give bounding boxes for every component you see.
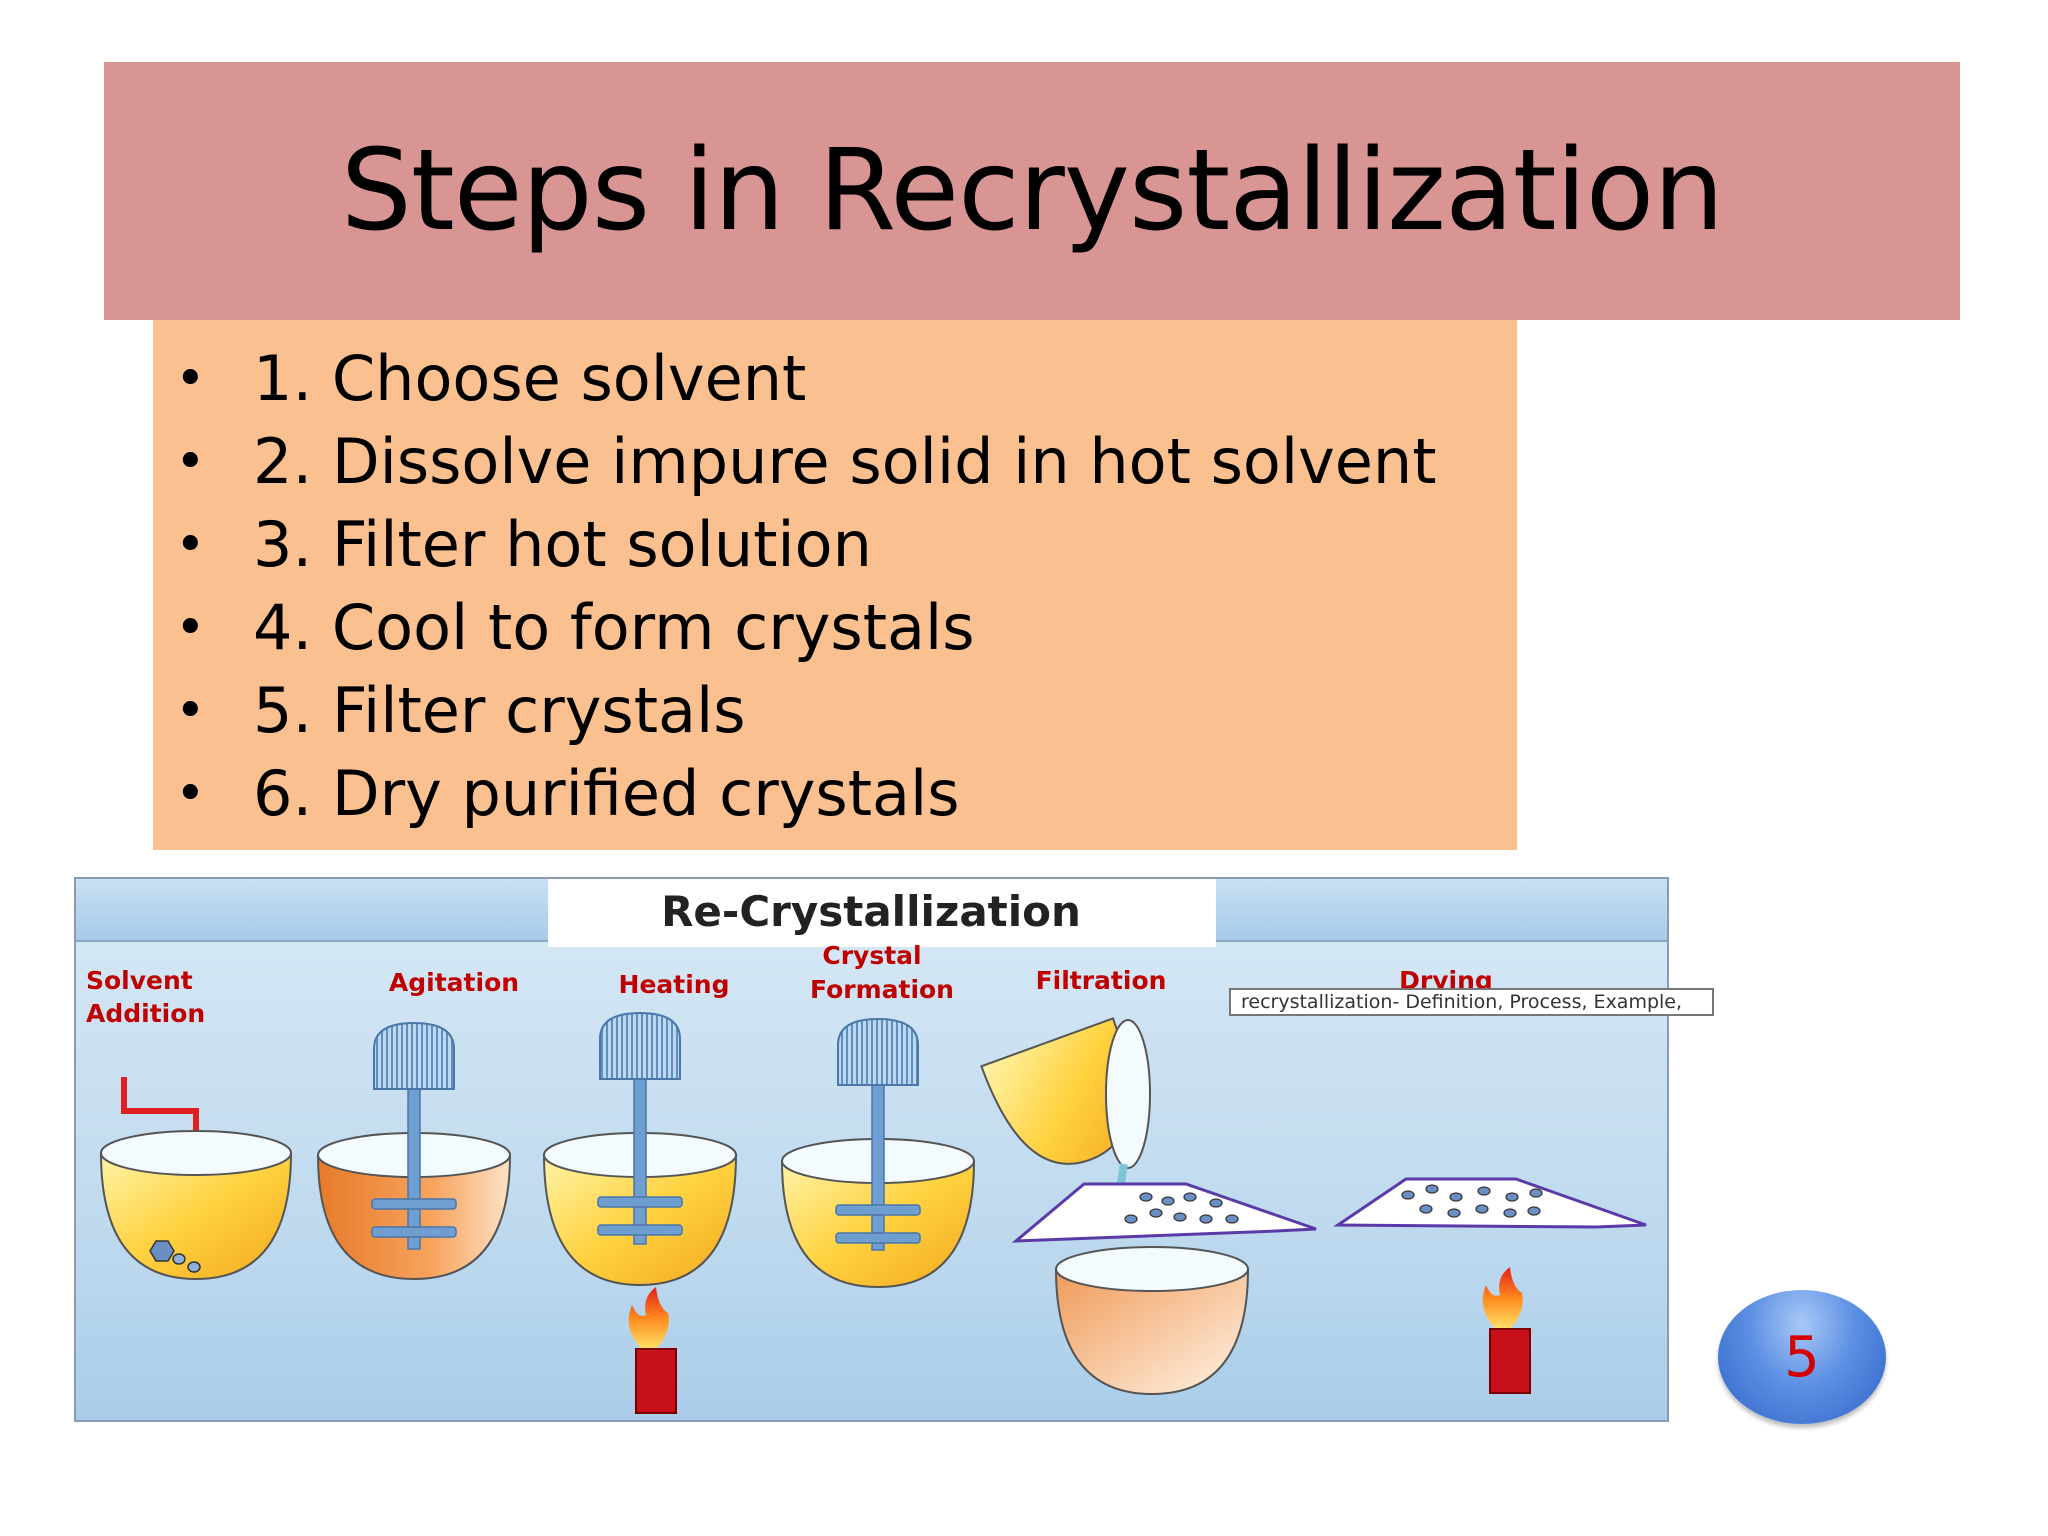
- label-crystal-2: Formation: [810, 975, 954, 1004]
- bullet-icon: •: [175, 349, 206, 409]
- stage-agitation: [316, 1021, 512, 1281]
- collection-beaker-icon: [1054, 1268, 1250, 1396]
- step-item: • 1. Choose solvent: [153, 342, 1517, 425]
- label-heating: Heating: [619, 970, 730, 999]
- bullet-icon: •: [175, 598, 206, 658]
- bullet-icon: •: [175, 681, 206, 741]
- step-text: 4. Cool to form crystals: [253, 591, 975, 664]
- label-solvent-2: Addition: [86, 999, 205, 1028]
- stirrer-motor-icon: [837, 1017, 919, 1086]
- bullet-icon: •: [175, 764, 206, 824]
- filter-paper-icon: [1011, 1182, 1317, 1243]
- slide-title: Steps in Recrystallization: [340, 126, 1724, 256]
- beaker-icon: [99, 1152, 293, 1281]
- step-item: • 4. Cool to form crystals: [153, 591, 1517, 674]
- flame-icon: [628, 1287, 669, 1349]
- step-item: • 3. Filter hot solution: [153, 508, 1517, 591]
- label-solvent-1: Solvent: [86, 966, 193, 995]
- step-text: 2. Dissolve impure solid in hot solvent: [253, 425, 1437, 498]
- step-text: 1. Choose solvent: [253, 342, 807, 415]
- title-banner: Steps in Recrystallization: [104, 62, 1960, 320]
- burner-icon: [1489, 1328, 1531, 1394]
- stage-crystal-formation: [780, 1017, 976, 1289]
- steps-box: • 1. Choose solvent • 2. Dissolve impure s…: [153, 320, 1517, 850]
- step-item: • 2. Dissolve impure solid in hot solvent: [153, 425, 1517, 508]
- filter-paper-icon: [1333, 1177, 1647, 1229]
- stirrer-motor-icon: [599, 1011, 681, 1080]
- label-agitation: Agitation: [389, 968, 519, 997]
- stage-heating: [542, 1011, 738, 1414]
- bullet-icon: •: [175, 432, 206, 492]
- stage-solvent-addition: [99, 1077, 293, 1281]
- page-number-badge: 5: [1718, 1290, 1886, 1424]
- stage-drying: [1333, 1177, 1647, 1394]
- heading-panel: [548, 879, 1216, 947]
- diagram-heading: Re-Crystallization: [661, 887, 1081, 936]
- page-number: 5: [1784, 1324, 1820, 1390]
- pour-arrow-icon: [121, 1077, 199, 1141]
- stage-filtration: [980, 1017, 1317, 1396]
- label-crystal-1: Crystal: [822, 941, 921, 970]
- bullet-icon: •: [175, 515, 206, 575]
- image-tooltip: recrystallization- Definition, Process, …: [1229, 988, 1714, 1016]
- step-text: 6. Dry purified crystals: [253, 757, 960, 830]
- stirrer-motor-icon: [373, 1021, 455, 1090]
- steps-list: • 1. Choose solvent • 2. Dissolve impure s…: [153, 342, 1517, 840]
- burner-icon: [635, 1348, 677, 1414]
- flame-icon: [1482, 1267, 1523, 1329]
- step-text: 5. Filter crystals: [253, 674, 746, 747]
- step-item: • 6. Dry purified crystals: [153, 757, 1517, 840]
- step-item: • 5. Filter crystals: [153, 674, 1517, 757]
- step-text: 3. Filter hot solution: [253, 508, 872, 581]
- label-filtration: Filtration: [1036, 966, 1167, 995]
- recrystallization-diagram: Re-Crystallization Solvent Addition Agit…: [74, 877, 1669, 1422]
- diagram-illustration: Re-Crystallization Solvent Addition Agit…: [76, 879, 1667, 1414]
